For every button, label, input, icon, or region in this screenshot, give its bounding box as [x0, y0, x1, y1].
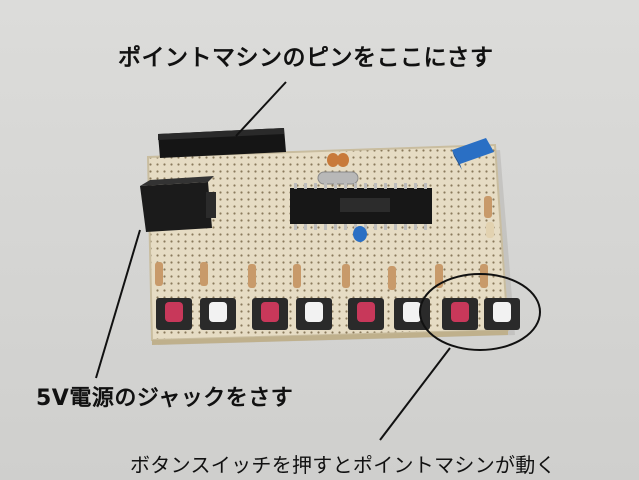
blue-connector — [452, 138, 494, 170]
push-button-white — [484, 298, 520, 330]
push-button-white — [200, 298, 236, 330]
push-button-red — [442, 298, 478, 330]
highlight-ellipse — [419, 273, 541, 351]
blue-capacitor — [353, 226, 367, 242]
resistor-row — [155, 262, 488, 290]
caption-pin-socket: ポイントマシンのピンをここにさす — [118, 45, 494, 71]
push-button-red — [348, 298, 384, 330]
push-button-red — [252, 298, 288, 330]
push-button-white — [296, 298, 332, 330]
callout-line-jack — [95, 229, 141, 379]
microcontroller-chip — [290, 183, 432, 230]
caption-power-jack: 5V電源のジャックをさす — [36, 386, 294, 411]
push-buttons — [156, 298, 520, 330]
dc-jack — [140, 176, 216, 232]
resistor — [484, 196, 494, 238]
crystal-oscillator — [317, 153, 359, 185]
pin-socket — [158, 128, 286, 158]
callout-line-buttons — [379, 347, 451, 441]
callout-line-top — [235, 81, 287, 137]
push-button-red — [156, 298, 192, 330]
caption-buttons: ボタンスイッチを押すとポイントマシンが動く — [130, 453, 556, 477]
